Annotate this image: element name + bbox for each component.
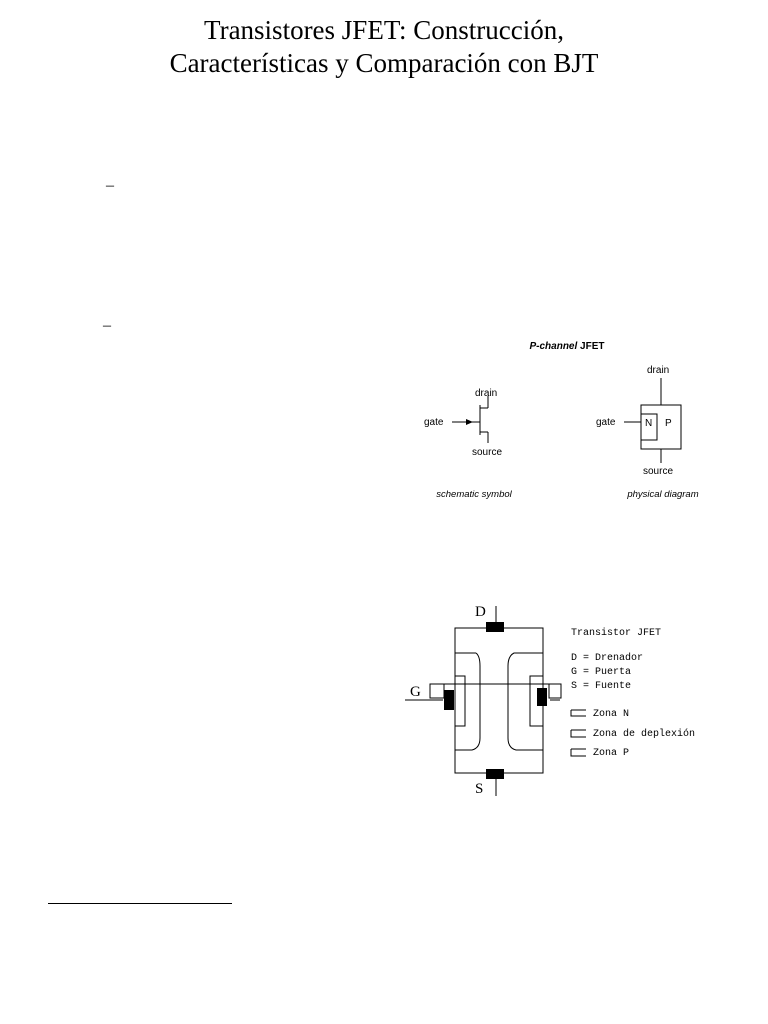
gate-arrow-icon <box>466 419 473 425</box>
zone-p-swatch-icon <box>570 748 586 757</box>
symbol-drain-label: drain <box>475 388 497 399</box>
physical-gate-label: gate <box>596 417 616 428</box>
bullet-dash-1: – <box>106 177 114 194</box>
gate-g-label: G <box>410 684 421 700</box>
bullet-dash-2: – <box>103 317 111 334</box>
physical-diagram <box>624 378 682 463</box>
zone-n-label: Zona N <box>593 709 629 720</box>
symbol-gate-label: gate <box>424 417 444 428</box>
physical-drain-label: drain <box>647 365 669 376</box>
drain-d-label: D <box>475 604 486 620</box>
physical-p-label: P <box>665 418 672 429</box>
p-channel-heading: P-channel JFET <box>529 341 604 352</box>
legend-title: Transistor JFET <box>571 627 661 639</box>
legend-gate: G = Puerta <box>571 667 631 678</box>
footnote-rule <box>48 903 232 904</box>
symbol-caption: schematic symbol <box>436 489 512 500</box>
title-line-1: Transistores JFET: Construcción, <box>204 15 564 45</box>
zone-p-label: Zona P <box>593 748 629 759</box>
physical-source-label: source <box>643 466 673 477</box>
jfet-contacts <box>444 622 547 779</box>
physical-n-label: N <box>645 418 652 429</box>
legend-source: S = Fuente <box>571 681 631 692</box>
schematic-symbol <box>452 396 489 443</box>
source-s-label: S <box>475 781 483 797</box>
page-title: Transistores JFET: Construcción, Caracte… <box>0 14 768 80</box>
p-channel-jfet-figure: P-channel JFET drain gate source schemat… <box>424 341 699 500</box>
jfet-legend: Transistor JFET D = Drenador G = Puerta … <box>570 627 695 759</box>
physical-caption: physical diagram <box>626 489 698 500</box>
jfet-construction-figure: D G S Transistor JFET D = Drenador G = P… <box>405 604 695 797</box>
zone-n-swatch-icon <box>570 709 586 717</box>
legend-drain: D = Drenador <box>571 652 643 664</box>
symbol-source-label: source <box>472 447 502 458</box>
title-line-2: Características y Comparación con BJT <box>169 48 599 78</box>
zone-depletion-swatch-icon <box>570 729 586 738</box>
zone-depletion-label: Zona de deplexión <box>593 728 695 740</box>
